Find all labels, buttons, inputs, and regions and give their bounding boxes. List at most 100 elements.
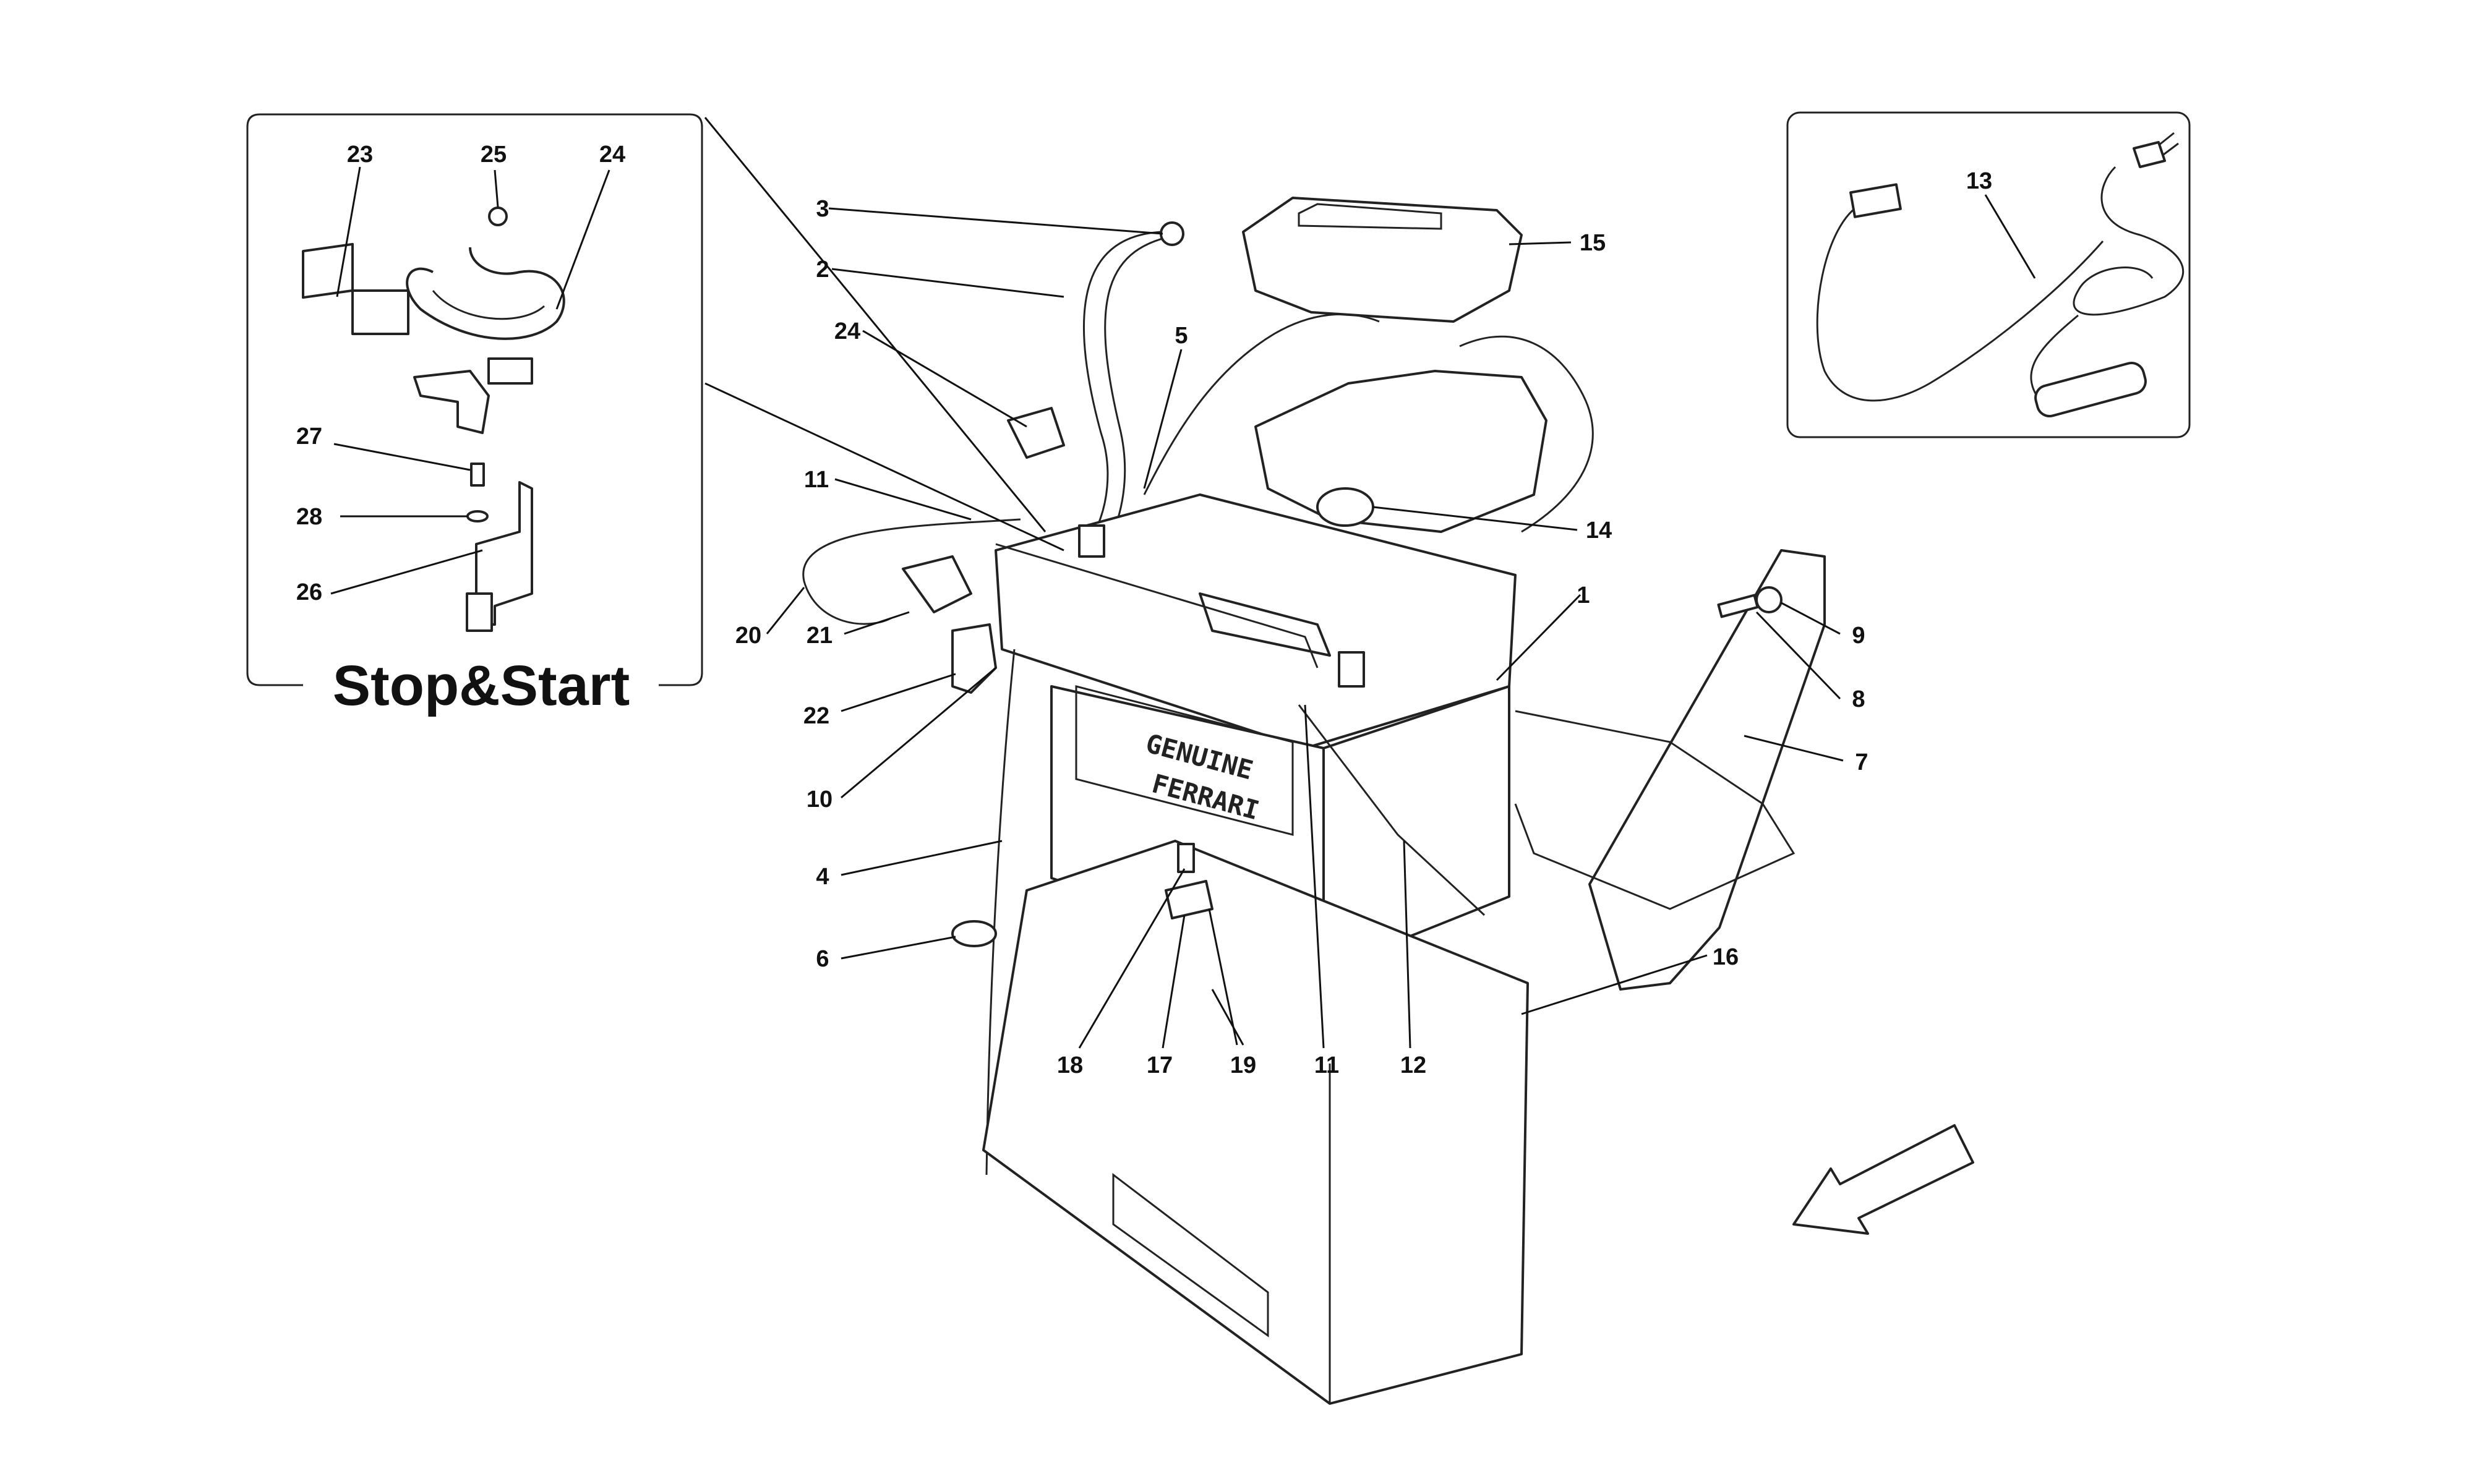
direction-arrow-shape [1792, 1124, 1974, 1235]
callout-27: 27 [296, 424, 322, 450]
leader-11-top [834, 478, 972, 521]
callout-26: 26 [296, 579, 322, 605]
cable-4 [985, 649, 1016, 1175]
callout-16: 16 [1713, 944, 1739, 970]
leader-10 [841, 667, 996, 799]
cable-20 [802, 518, 1021, 625]
callout-19: 19 [1230, 1052, 1256, 1078]
charger-prong-a [2158, 132, 2175, 147]
leader-13 [1984, 194, 2036, 279]
leader-6 [841, 936, 956, 960]
leader-20 [766, 587, 805, 634]
leader-3 [828, 207, 1163, 235]
callout-18: 18 [1057, 1052, 1083, 1078]
leader-24 [862, 330, 1027, 428]
leader-4 [841, 840, 1003, 876]
leader-8 [1755, 611, 1841, 700]
charger-unit [2034, 362, 2147, 417]
connector-24 [1007, 407, 1065, 459]
terminal-14 [1316, 487, 1374, 527]
callout-5: 5 [1175, 323, 1188, 349]
sensor-terminal [487, 357, 533, 385]
charger-clip [1849, 183, 1902, 218]
leader-1 [1496, 594, 1582, 681]
callout-9: 9 [1852, 623, 1865, 649]
cable-2 [1082, 231, 1163, 532]
leader-14 [1372, 506, 1578, 531]
leader-9 [1781, 602, 1841, 635]
wiring-harness [1459, 335, 1594, 533]
callout-6: 6 [816, 946, 829, 972]
callout-15: 15 [1580, 230, 1606, 256]
charger-inset-frame [1786, 111, 2191, 438]
battery-mount-frame [1514, 710, 1796, 910]
callout-3: 3 [816, 196, 829, 222]
callout-2: 2 [816, 257, 829, 283]
callout-14: 14 [1586, 518, 1612, 544]
leader-11-bottom [1304, 704, 1325, 1049]
callout-21: 21 [807, 623, 833, 649]
arrow-down-left-icon [1792, 1124, 1974, 1235]
leader-18 [1078, 868, 1186, 1049]
charger-cable-plug [2030, 314, 2079, 403]
screw-18 [1177, 843, 1195, 873]
callout-1: 1 [1577, 582, 1590, 608]
callout-23: 23 [347, 142, 373, 168]
callout-8: 8 [1852, 686, 1865, 712]
charger-prong-b [2163, 142, 2179, 156]
leader-22 [841, 673, 956, 712]
leader-25 [494, 169, 499, 208]
leader-26 [330, 549, 483, 595]
bolt-27 [470, 463, 485, 487]
leader-27 [333, 443, 471, 471]
bracket-part [466, 463, 533, 632]
leader-23 [336, 166, 361, 297]
callout-13: 13 [1966, 168, 1992, 194]
battery-box [982, 840, 1529, 1405]
inset-stop-start: Stop&Start 23 25 24 27 28 26 [246, 113, 703, 717]
battery-terminal-neg [1078, 524, 1105, 558]
fuse-box [1254, 370, 1547, 533]
washer-28 [466, 510, 489, 522]
callout-17: 17 [1147, 1052, 1173, 1078]
leader-5 [1143, 349, 1183, 489]
callout-12: 12 [1400, 1052, 1426, 1078]
leader-16 [1521, 954, 1708, 1015]
callout-24: 24 [599, 142, 625, 168]
leader-10-inset-a [704, 117, 1047, 532]
cable-5 [1143, 313, 1380, 495]
leader-24-inset [555, 169, 610, 310]
hold-down-rod-12 [1298, 704, 1486, 916]
callout-11-top: 11 [804, 467, 829, 493]
sensor-cable-inner [432, 290, 545, 320]
bracket-foot [466, 592, 493, 632]
callout-24-main: 24 [834, 318, 860, 344]
leader-7 [1744, 735, 1844, 762]
battery-box-window [1112, 1172, 1269, 1337]
main-assembly: GENUINE FERRARI [704, 117, 1868, 1405]
callout-28: 28 [296, 504, 322, 530]
clamp-21 [902, 555, 972, 613]
battery-label-panel [1075, 685, 1294, 836]
callout-25: 25 [481, 142, 507, 168]
charger-cable-loop [2073, 166, 2185, 316]
battery-terminal-pos [1338, 651, 1365, 688]
leader-10-inset-b [704, 382, 1064, 552]
callout-10: 10 [807, 787, 833, 812]
battery-sensor-part [302, 207, 565, 434]
connector-22 [951, 623, 997, 694]
leader-19b [1211, 989, 1244, 1046]
grommet-3 [1160, 221, 1184, 246]
battery-side [1322, 685, 1510, 972]
inset-title: Stop&Start [333, 654, 630, 717]
washer-9 [1755, 586, 1783, 613]
clamp-bar-10 [995, 543, 1319, 668]
fuse-box-cover [1242, 197, 1523, 323]
callout-7: 7 [1855, 749, 1868, 775]
bracket-7 [1588, 549, 1826, 991]
inset-frame [246, 113, 703, 686]
callout-11-bottom: 11 [1314, 1052, 1339, 1078]
leader-19a [1208, 908, 1238, 1046]
